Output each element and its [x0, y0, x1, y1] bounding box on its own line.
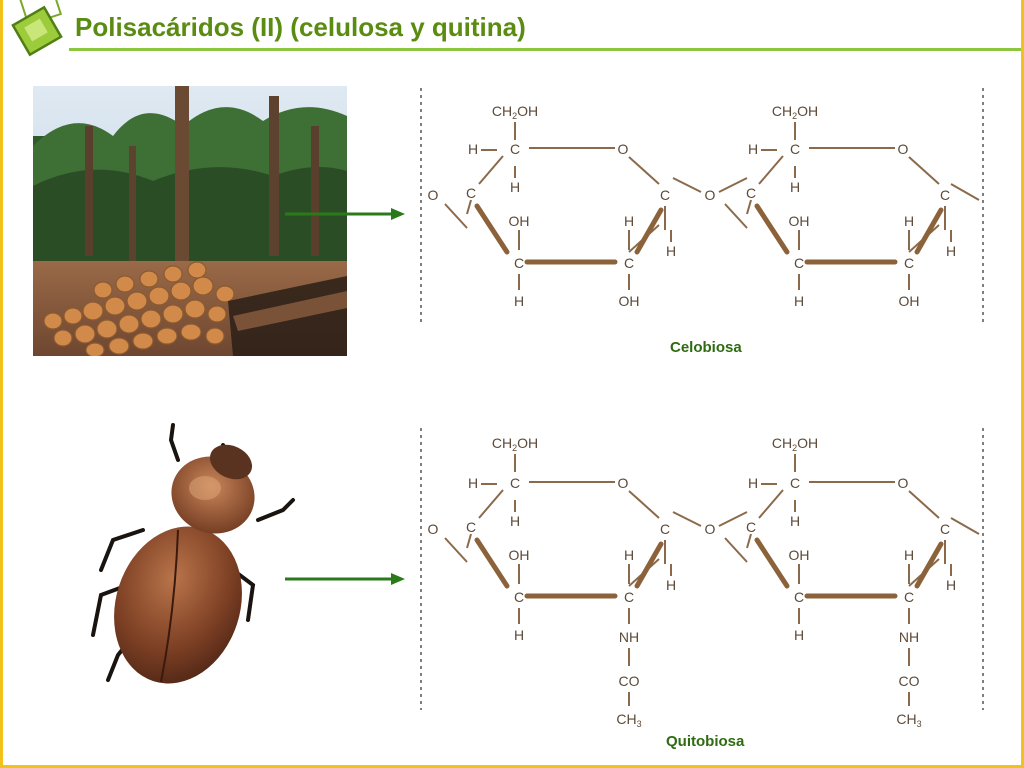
celobiosa-structure: CH2OH C H H O C H C O OH C H H C OH O: [420, 88, 984, 322]
ch2oh-label: CH2OH: [492, 435, 538, 453]
carbon-4: C: [466, 519, 476, 535]
nag-unit-2: CH2OH C H H O C H C OH C H H C NH CO CH3: [724, 435, 980, 729]
h-label: H: [666, 577, 676, 593]
h-label: H: [794, 293, 804, 309]
h-label: H: [624, 547, 634, 563]
carbon-2: C: [904, 255, 914, 271]
ch2oh-label: CH2OH: [772, 103, 818, 121]
carbon-4: C: [746, 519, 756, 535]
quitobiosa-caption: Quitobiosa: [666, 733, 745, 750]
h-label: H: [468, 475, 478, 491]
h-label: H: [510, 513, 520, 529]
h-label: H: [904, 213, 914, 229]
ch3-label: CH3: [896, 711, 921, 729]
h-label: H: [794, 627, 804, 643]
title-underline: [69, 48, 1021, 51]
h-label: H: [514, 293, 524, 309]
beetle-photo: [91, 423, 295, 684]
nag-unit-1: CH2OH C H H O C H C O OH C H H C NH CO C…: [428, 435, 677, 729]
carbon-3: C: [514, 255, 524, 271]
carbon-4: C: [466, 185, 476, 201]
glycosidic-bond: [672, 511, 748, 527]
carbon-2: C: [624, 255, 634, 271]
carbon-1: C: [940, 187, 950, 203]
h-label: H: [946, 243, 956, 259]
oh-label: OH: [509, 213, 530, 229]
h-label: H: [790, 513, 800, 529]
h-label: H: [946, 577, 956, 593]
forest-logs-photo: [33, 86, 347, 356]
nh-label: NH: [899, 629, 919, 645]
carbon-5: C: [790, 475, 800, 491]
celobiosa-caption: Celobiosa: [670, 339, 742, 356]
carbon-5: C: [510, 475, 520, 491]
carbon-1: C: [660, 187, 670, 203]
ring-oxygen: O: [898, 141, 909, 157]
h-label: H: [514, 627, 524, 643]
ring-oxygen: O: [618, 141, 629, 157]
oh-label: OH: [619, 293, 640, 309]
carbon-1: C: [660, 521, 670, 537]
carbon-1: C: [940, 521, 950, 537]
oh-label: OH: [899, 293, 920, 309]
h-label: H: [904, 547, 914, 563]
h-label: H: [748, 141, 758, 157]
co-label: CO: [619, 673, 640, 689]
glycosidic-oxygen: O: [705, 521, 716, 537]
h-label: H: [624, 213, 634, 229]
chain-boundary: [420, 88, 984, 322]
h-label: H: [468, 141, 478, 157]
slide-title: Polisacáridos (II) (celulosa y quitina): [75, 12, 526, 42]
glycosidic-bond: [672, 177, 748, 193]
oh-label: OH: [789, 547, 810, 563]
h-label: H: [510, 179, 520, 195]
ring-oxygen: O: [898, 475, 909, 491]
h-label: H: [666, 243, 676, 259]
h-label: H: [748, 475, 758, 491]
ch2oh-label: CH2OH: [492, 103, 538, 121]
bridge-oxygen: O: [428, 187, 439, 203]
arrow-to-celobiosa: [285, 208, 405, 220]
glucose-unit-1: CH2OH C H H O C H C O OH C H H C OH: [428, 103, 677, 309]
chain-boundary: [420, 428, 984, 710]
carbon-3: C: [794, 589, 804, 605]
carbon-2: C: [904, 589, 914, 605]
carbon-3: C: [794, 255, 804, 271]
nh-label: NH: [619, 629, 639, 645]
carbon-3: C: [514, 589, 524, 605]
bridge-oxygen: O: [428, 521, 439, 537]
glycosidic-oxygen: O: [705, 187, 716, 203]
glucose-unit-2: CH2OH C H H O C H C OH C H H C OH: [724, 103, 980, 309]
ring-oxygen: O: [618, 475, 629, 491]
ch3-label: CH3: [616, 711, 641, 729]
carbon-5: C: [790, 141, 800, 157]
co-label: CO: [899, 673, 920, 689]
ch2oh-label: CH2OH: [772, 435, 818, 453]
oh-label: OH: [789, 213, 810, 229]
quitobiosa-structure: CH2OH C H H O C H C O OH C H H C NH CO C…: [420, 428, 984, 729]
logo-icon: [11, 0, 63, 57]
oh-label: OH: [509, 547, 530, 563]
arrow-to-quitobiosa: [285, 573, 405, 585]
carbon-4: C: [746, 185, 756, 201]
h-label: H: [790, 179, 800, 195]
carbon-5: C: [510, 141, 520, 157]
carbon-2: C: [624, 589, 634, 605]
